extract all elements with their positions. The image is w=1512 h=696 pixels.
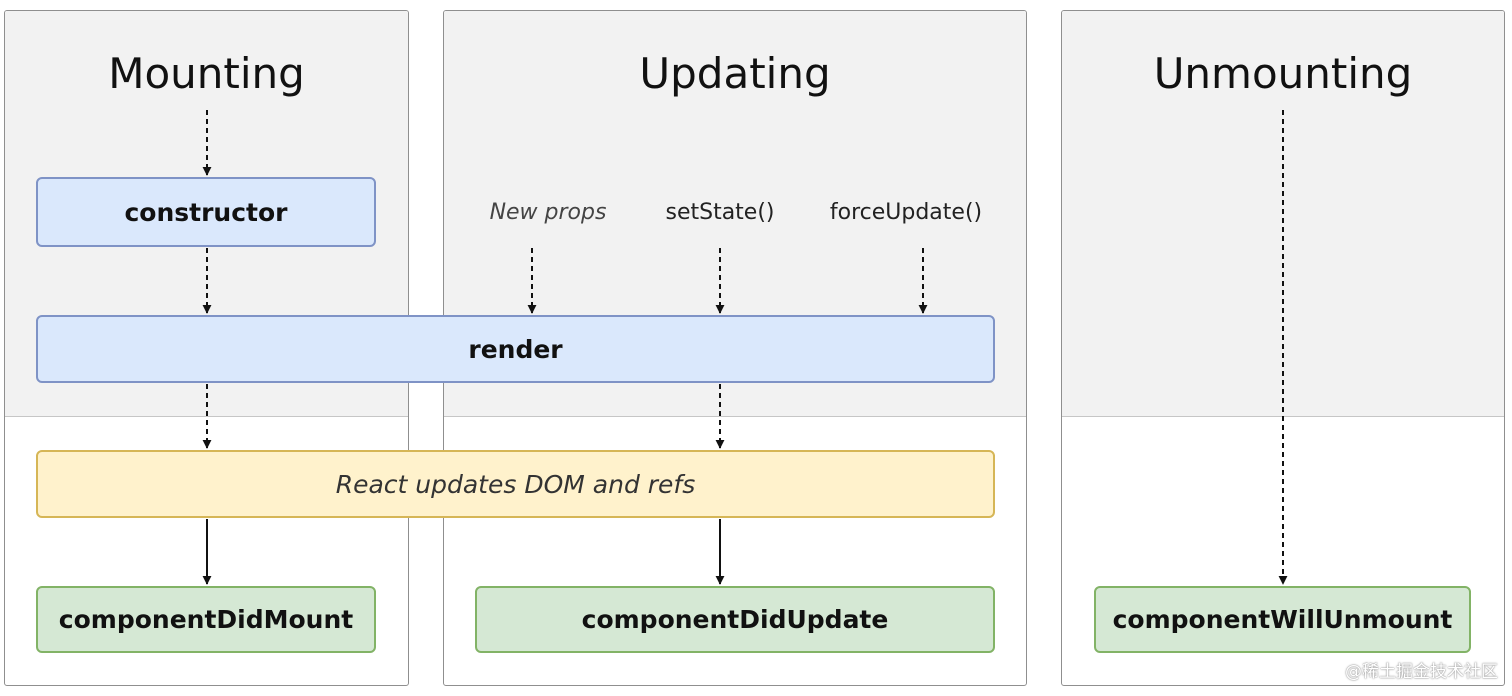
component-did-update-box: componentDidUpdate bbox=[475, 586, 995, 653]
watermark: @稀土掘金技术社区 bbox=[1345, 662, 1498, 682]
component-will-unmount-box: componentWillUnmount bbox=[1094, 586, 1471, 653]
mounting-phase-title: Mounting bbox=[108, 49, 305, 98]
constructor-box: constructor bbox=[36, 177, 376, 247]
trigger-force-update: forceUpdate() bbox=[829, 200, 983, 225]
unmounting-phase: Unmounting bbox=[1061, 10, 1505, 686]
trigger-set-state: setState() bbox=[665, 200, 775, 225]
component-did-mount-box: componentDidMount bbox=[36, 586, 376, 653]
render-box: render bbox=[36, 315, 995, 383]
trigger-new-props: New props bbox=[489, 200, 607, 225]
react-updates-dom-box: React updates DOM and refs bbox=[36, 450, 995, 518]
updating-phase-title: Updating bbox=[639, 49, 831, 98]
unmounting-phase-title: Unmounting bbox=[1153, 49, 1413, 98]
